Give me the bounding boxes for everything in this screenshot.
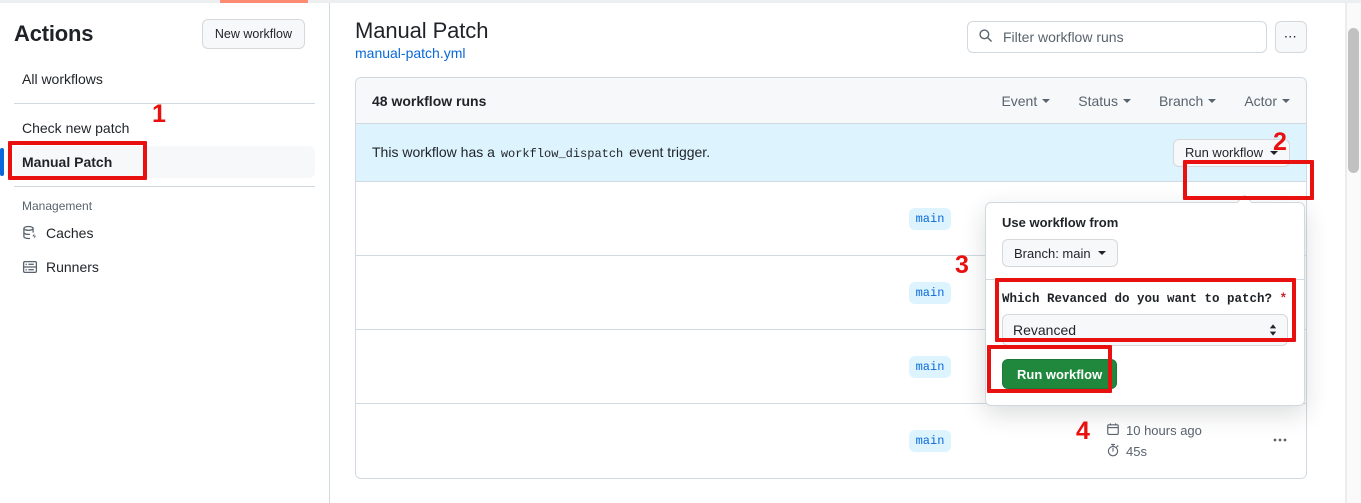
filter-workflow-runs-box[interactable] (967, 21, 1267, 53)
workflow-input-label: Which Revanced do you want to patch? * (1002, 292, 1288, 306)
workflow-input-label-text: Which Revanced do you want to patch? (1002, 292, 1273, 306)
run-branch-cell: main (780, 355, 1080, 378)
sidebar-item-manual-patch[interactable]: Manual Patch (0, 146, 315, 178)
branch-badge[interactable]: main (908, 430, 952, 452)
sidebar-nav-list: All workflows (0, 63, 329, 95)
chevron-down-icon (1097, 251, 1106, 255)
page-heading-group: Manual Patch manual-patch.yml (355, 17, 488, 61)
search-input[interactable] (1001, 28, 1256, 46)
chevron-down-icon (1208, 98, 1217, 103)
required-marker: * (1279, 292, 1288, 306)
sidebar-item-caches[interactable]: Caches (14, 217, 315, 249)
sidebar-item-check-new-patch[interactable]: Check new patch (14, 112, 315, 144)
filter-actor[interactable]: Actor (1244, 93, 1290, 109)
popup-input-section: Which Revanced do you want to patch? * R… (986, 280, 1304, 346)
sidebar-item-label: Check new patch (22, 120, 130, 136)
sidebar-section-management: Management (22, 199, 93, 213)
workflow-runs-filters: Event Status Branch Actor (1001, 93, 1290, 109)
actions-sidebar: Actions New workflow All workflows Check… (0, 3, 330, 503)
chevron-down-icon (1042, 98, 1051, 103)
popup-branch-section: Use workflow from Branch: main (986, 203, 1304, 279)
popup-footer: Run workflow (986, 346, 1304, 405)
page-load-progress-track (0, 0, 1361, 3)
run-date-text: 10 hours ago (1126, 423, 1202, 438)
sidebar-item-label: Runners (46, 259, 99, 275)
run-duration: 45s (1106, 443, 1147, 460)
sidebar-management-list: Caches Runners (0, 217, 329, 283)
dispatch-suffix: event trigger. (629, 144, 711, 160)
scrollbar-gutter (1330, 3, 1346, 503)
cache-icon (22, 225, 38, 241)
sidebar-title: Actions (14, 21, 94, 46)
workflow-dispatch-text: This workflow has a workflow_dispatch ev… (372, 144, 710, 161)
run-workflow-dropdown-button[interactable]: Run workflow (1172, 138, 1290, 167)
run-workflow-button-label: Run workflow (1184, 145, 1263, 160)
submit-run-workflow-button[interactable]: Run workflow (1002, 359, 1118, 389)
sidebar-divider-1 (14, 103, 315, 104)
use-workflow-from-label: Use workflow from (1002, 215, 1119, 230)
run-duration-text: 45s (1126, 444, 1147, 459)
calendar-icon (1106, 422, 1120, 439)
run-times: 10 hours ago (1106, 422, 1246, 460)
workflow-dispatch-banner: This workflow has a workflow_dispatch ev… (356, 124, 1306, 182)
page-scrollbar-track[interactable] (1346, 3, 1361, 503)
page-title: Manual Patch (355, 18, 489, 43)
page-load-progress-fill (220, 0, 308, 3)
revanced-select-wrap: Revanced (1002, 314, 1288, 346)
search-icon (978, 28, 993, 46)
sidebar-header: Actions New workflow (0, 3, 329, 61)
page-scrollbar-thumb[interactable] (1348, 28, 1359, 173)
chevron-down-icon (1282, 98, 1290, 103)
filter-branch[interactable]: Branch (1158, 92, 1217, 109)
workflow-runs-count: 48 workflow runs (372, 92, 487, 109)
kebab-icon: ⋯ (1283, 29, 1299, 44)
run-workflow-popup: Use workflow from Branch: main Which Rev… (985, 202, 1305, 406)
revanced-select[interactable]: Revanced (1002, 314, 1288, 346)
branch-badge[interactable]: main (908, 281, 952, 304)
workflow-file-link[interactable]: manual-patch.yml (355, 45, 466, 61)
sidebar-item-label: Caches (46, 225, 94, 241)
run-branch-cell: main (780, 281, 1080, 304)
run-meta-cell: 10 hours ago (1080, 422, 1290, 460)
branch-select-label: Branch: main (1014, 245, 1091, 261)
run-branch-cell: main (780, 430, 1080, 452)
runners-icon (22, 259, 38, 275)
dispatch-prefix: This workflow has a (372, 144, 495, 160)
sidebar-workflow-list: Check new patch Manual Patch (0, 112, 329, 178)
main-header: Manual Patch manual-patch.yml ⋯ (355, 17, 1307, 61)
filter-event[interactable]: Event (1001, 92, 1051, 109)
filter-event-label: Event (1001, 92, 1038, 109)
run-branch-cell: main (780, 207, 1080, 230)
sidebar-item-runners[interactable]: Runners (14, 251, 315, 283)
header-actions: ⋯ (967, 21, 1307, 53)
branch-badge[interactable]: main (908, 207, 952, 230)
sidebar-item-label: All workflows (22, 71, 103, 87)
workflow-runs-header: 48 workflow runs Event Status Branch (356, 78, 1306, 124)
row-options-kebab-icon[interactable] (1270, 432, 1290, 451)
filter-status[interactable]: Status (1078, 93, 1131, 109)
popup-caret (1237, 195, 1251, 203)
sidebar-item-all-workflows[interactable]: All workflows (14, 63, 315, 95)
table-row[interactable]: main (356, 404, 1306, 478)
new-workflow-button[interactable]: New workflow (201, 19, 305, 49)
branch-select-button[interactable]: Branch: main (1002, 239, 1118, 267)
run-date: 10 hours ago (1106, 422, 1202, 439)
sidebar-item-label: Manual Patch (22, 154, 113, 170)
chevron-down-icon (1122, 98, 1131, 103)
filter-status-label: Status (1078, 92, 1118, 109)
branch-badge[interactable]: main (908, 355, 952, 378)
dispatch-event-code: workflow_dispatch (500, 147, 624, 161)
sidebar-divider-2 (14, 186, 315, 187)
workflow-options-kebab-button[interactable]: ⋯ (1275, 21, 1307, 53)
filter-actor-label: Actor (1244, 92, 1277, 109)
chevron-down-icon (1270, 150, 1278, 155)
filter-branch-label: Branch (1158, 92, 1204, 109)
stopwatch-icon (1106, 443, 1120, 460)
